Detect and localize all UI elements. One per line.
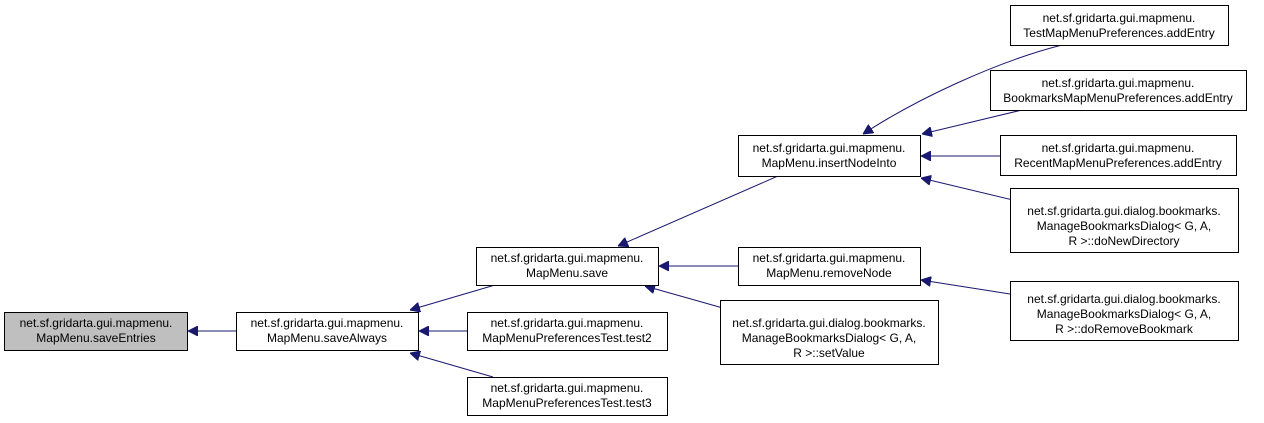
node-label: TestMapMenuPreferences.addEntry [1023,26,1214,40]
node-testAddEntry[interactable]: net.sf.gridarta.gui.mapmenu. TestMapMenu… [1010,5,1229,46]
node-label: R >::doNewDirectory [1068,234,1179,248]
node-label: net.sf.gridarta.gui.mapmenu. [491,316,644,330]
node-removeNode[interactable]: net.sf.gridarta.gui.mapmenu. MapMenu.rem… [738,247,921,286]
node-insertNodeInto[interactable]: net.sf.gridarta.gui.mapmenu. MapMenu.ins… [738,135,921,177]
edge-insertNodeInto-save [618,175,779,246]
node-label: ManageBookmarksDialog< G, A, [1037,307,1211,321]
node-label: MapMenu.saveAlways [267,331,387,345]
node-test3[interactable]: net.sf.gridarta.gui.mapmenu. MapMenuPref… [467,377,668,416]
node-setValue[interactable]: net.sf.gridarta.gui.dialog.bookmarks. Ma… [720,300,939,365]
edge-doRemoveBookmark-removeNode [921,280,1011,295]
node-label: MapMenuPreferencesTest.test3 [482,396,652,410]
node-label: R >::doRemoveBookmark [1055,322,1194,336]
node-save[interactable]: net.sf.gridarta.gui.mapmenu. MapMenu.sav… [476,247,659,286]
edge-bookmarksAddEntry-insertNodeInto [922,109,1023,134]
node-label: net.sf.gridarta.gui.dialog.bookmarks. [1027,204,1220,218]
node-label: net.sf.gridarta.gui.mapmenu. [491,381,644,395]
node-label: net.sf.gridarta.gui.dialog.bookmarks. [1027,292,1220,306]
node-label: MapMenu.save [526,266,608,280]
edge-test3-saveAlways [410,353,494,378]
node-doRemoveBookmark[interactable]: net.sf.gridarta.gui.dialog.bookmarks. Ma… [1010,281,1239,341]
node-label: ManageBookmarksDialog< G, A, [742,331,916,345]
node-test2[interactable]: net.sf.gridarta.gui.mapmenu. MapMenuPref… [467,312,668,351]
edge-save-saveAlways [410,284,496,310]
node-doNewDirectory[interactable]: net.sf.gridarta.gui.dialog.bookmarks. Ma… [1010,188,1239,253]
node-recentAddEntry[interactable]: net.sf.gridarta.gui.mapmenu. RecentMapMe… [1000,135,1237,176]
node-label: net.sf.gridarta.gui.dialog.bookmarks. [732,316,925,330]
node-label: MapMenu.saveEntries [36,331,155,345]
node-label: net.sf.gridarta.gui.mapmenu. [491,251,644,265]
node-label: MapMenu.insertNodeInto [762,156,897,170]
node-label: MapMenu.removeNode [766,266,892,280]
node-label: net.sf.gridarta.gui.mapmenu. [1043,11,1196,25]
node-label: net.sf.gridarta.gui.mapmenu. [753,141,906,155]
edge-testAddEntry-insertNodeInto [863,44,1063,134]
node-label: ManageBookmarksDialog< G, A, [1037,219,1211,233]
node-label: MapMenuPreferencesTest.test2 [482,331,652,345]
node-label: R >::setValue [793,346,865,360]
node-saveAlways[interactable]: net.sf.gridarta.gui.mapmenu. MapMenu.sav… [236,312,419,351]
node-label: BookmarksMapMenuPreferences.addEntry [1003,91,1232,105]
node-label: RecentMapMenuPreferences.addEntry [1014,156,1221,170]
node-saveEntries[interactable]: net.sf.gridarta.gui.mapmenu. MapMenu.sav… [4,312,188,351]
node-label: net.sf.gridarta.gui.mapmenu. [251,316,404,330]
node-label: net.sf.gridarta.gui.mapmenu. [753,251,906,265]
node-label: net.sf.gridarta.gui.mapmenu. [1042,76,1195,90]
node-label: net.sf.gridarta.gui.mapmenu. [20,316,173,330]
node-bookmarksAddEntry[interactable]: net.sf.gridarta.gui.mapmenu. BookmarksMa… [990,70,1247,111]
node-label: net.sf.gridarta.gui.mapmenu. [1042,141,1195,155]
